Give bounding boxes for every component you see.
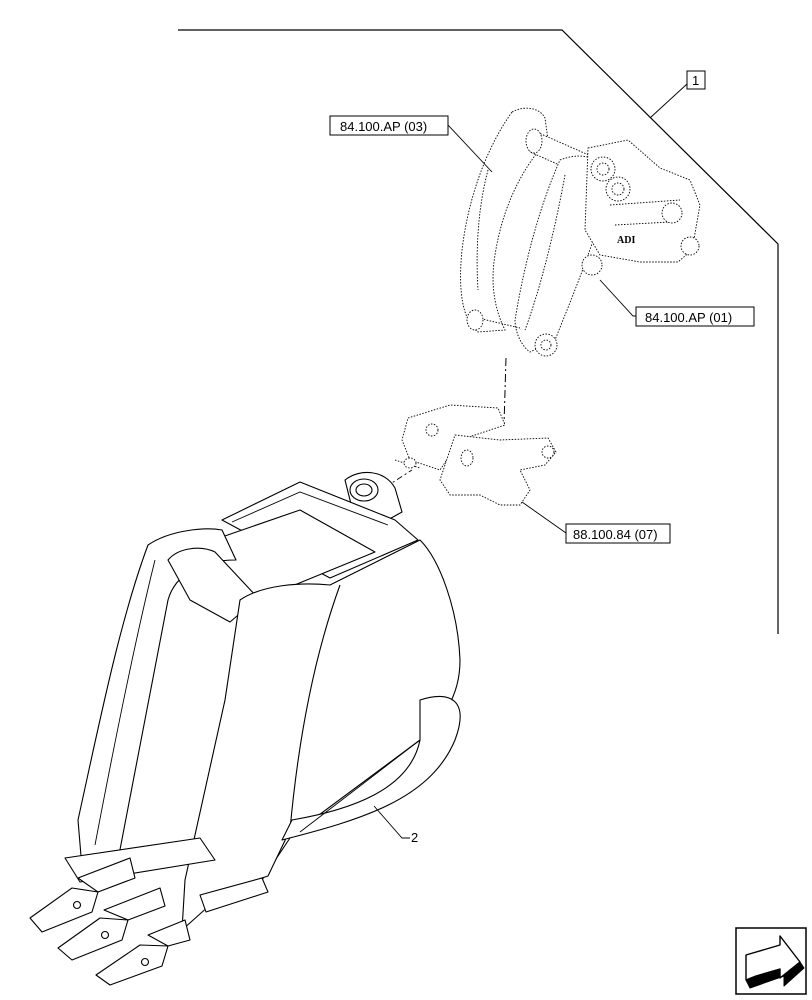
leader-84-100-ap-03 [447,124,493,173]
next-page-arrow-icon[interactable] [735,927,807,995]
hitch-marking: ADI [617,235,635,246]
coupler-adapter [349,404,557,511]
callout-item-1-label: 1 [692,73,699,88]
leader-item-2 [373,805,410,839]
quick-coupler-assembly: ADI [460,107,701,357]
callout-ref-84-100-ap-01-label: 84.100.AP (01) [645,310,732,325]
callout-item-2-label: 2 [411,830,418,845]
callout-ref-88-100-84-07[interactable]: 88.100.84 (07) [565,523,671,544]
callout-ref-88-100-84-07-label: 88.100.84 (07) [573,527,658,542]
callout-item-1[interactable]: 1 [686,70,706,90]
leader-88-100-84-07 [521,501,567,534]
item-1-leader [649,83,688,119]
callout-item-2[interactable]: 2 [411,830,418,845]
callout-ref-84-100-ap-03-label: 84.100.AP (03) [340,119,427,134]
group-bracket-line [178,29,779,634]
callout-ref-84-100-ap-01[interactable]: 84.100.AP (01) [635,306,755,327]
assembly-center-line [503,357,507,426]
bucket [29,471,461,986]
callout-ref-84-100-ap-03[interactable]: 84.100.AP (03) [329,115,449,136]
leader-84-100-ap-01 [599,279,636,317]
